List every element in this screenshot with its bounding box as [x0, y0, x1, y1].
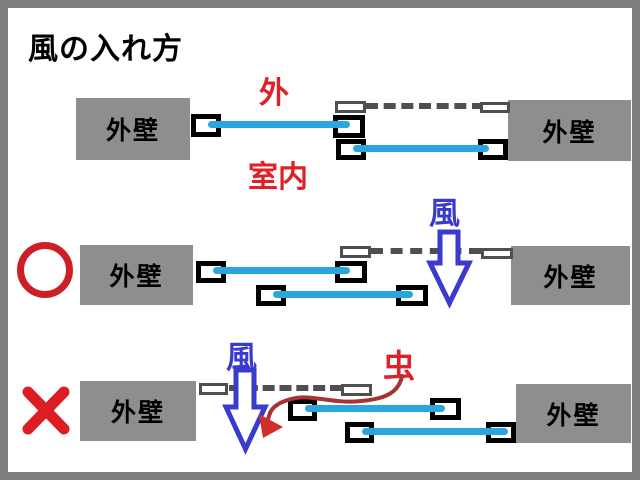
window-pane-line [273, 291, 413, 298]
wall-block: 外壁 [80, 245, 193, 305]
ok-circle-icon [17, 242, 73, 298]
window-pane-line [305, 405, 445, 412]
wall-label: 外壁 [543, 262, 598, 292]
wall-block: 外壁 [80, 381, 196, 441]
wall-block: 外壁 [76, 98, 190, 160]
label-indoor: 室内 [248, 160, 308, 195]
screen-handle [481, 248, 513, 259]
label-outside: 外 [259, 76, 289, 111]
page-title: 風の入れ方 [28, 32, 183, 67]
wall-block: 外壁 [511, 246, 630, 305]
wall-label: 外壁 [110, 398, 165, 427]
wind-arrow-icon [426, 229, 473, 309]
window-pane-line [353, 145, 489, 152]
wall-block: 外壁 [508, 100, 631, 161]
wind-arrow-icon [222, 367, 269, 455]
wall-label: 外壁 [542, 117, 597, 147]
bug-path-arrow-icon [259, 374, 404, 438]
screen-handle [341, 384, 372, 396]
label-bug: 虫 [383, 347, 416, 385]
window-pane-line [362, 428, 508, 435]
label-wind: 風 [429, 196, 460, 232]
screen-handle [340, 246, 371, 258]
screen-dashed-line [371, 248, 481, 254]
window-pane-line [213, 267, 350, 274]
wall-label: 外壁 [546, 400, 601, 430]
wall-label: 外壁 [109, 262, 164, 291]
screen-handle [199, 383, 228, 395]
screen-dashed-line [366, 103, 484, 109]
wall-block: 外壁 [516, 384, 631, 443]
wall-label: 外壁 [105, 116, 160, 145]
screen-handle [480, 102, 510, 113]
ng-cross-icon [22, 386, 70, 435]
screen-dashed-line [229, 385, 342, 391]
window-pane-line [208, 121, 350, 128]
screen-handle [335, 101, 366, 113]
